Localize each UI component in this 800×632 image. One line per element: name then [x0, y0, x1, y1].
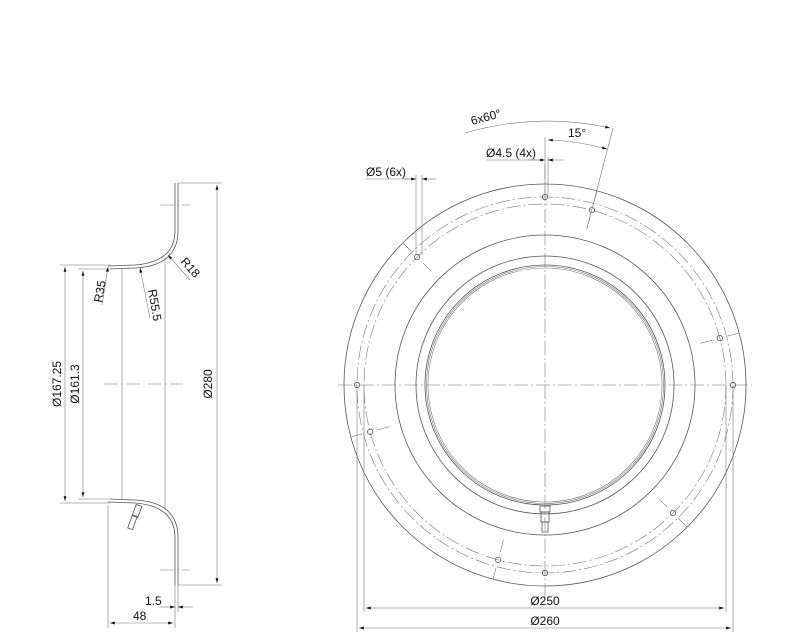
mounting-hole-large — [669, 509, 677, 517]
hole-center-mark — [422, 262, 432, 272]
mounting-hole-large — [588, 207, 595, 214]
hole-center-mark — [499, 540, 504, 553]
hole-center-mark — [678, 518, 688, 528]
dim-circle-250: Ø250 — [530, 594, 560, 608]
dim-angle-pattern: 6x60° — [469, 106, 503, 128]
hole-center-mark — [492, 567, 497, 580]
dim-circle-260: Ø260 — [530, 614, 560, 628]
hole-center-mark — [700, 339, 713, 344]
mounting-hole-large — [413, 253, 421, 261]
dim-angle-offset: 15° — [568, 126, 586, 140]
inlet-ring-profile-bottom — [107, 501, 176, 585]
pressure-nozzle — [539, 505, 551, 533]
dim-hole-small: Ø4.5 (4x) — [486, 146, 536, 160]
hole-center-mark — [377, 426, 390, 431]
dim-thickness: 1.5 — [145, 594, 162, 608]
dim-inlet-diameter-outer: Ø167.25 — [50, 361, 64, 407]
mounting-hole-large — [495, 556, 502, 563]
dim-radius-r35: R35 — [91, 279, 109, 303]
side-view: Ø280 Ø167.25 Ø161.3 R35 R55.5 R18 1.5 48 — [50, 182, 222, 628]
dim-depth: 48 — [133, 609, 147, 623]
dim-hole-large: Ø5 (6x) — [366, 165, 406, 179]
hole-center-mark — [402, 242, 412, 252]
hole-center-mark — [350, 433, 363, 438]
dim-radius-r55: R55.5 — [145, 288, 164, 322]
dim-radius-r18: R18 — [178, 255, 203, 281]
pressure-nozzle — [127, 503, 143, 531]
dim-outer-diameter: Ø280 — [201, 369, 215, 399]
mounting-hole-large — [716, 335, 723, 342]
mounting-hole-small — [541, 569, 549, 577]
hole-center-mark — [727, 332, 740, 337]
dim-inlet-diameter-inner: Ø161.3 — [68, 364, 82, 404]
mounting-hole-large — [367, 428, 374, 435]
inlet-ring-profile-top — [107, 183, 176, 267]
front-view: 6x60° 15° Ø4.5 (4x) Ø5 (6x) Ø250 Ø260 — [338, 106, 752, 632]
hole-center-mark — [658, 498, 668, 508]
